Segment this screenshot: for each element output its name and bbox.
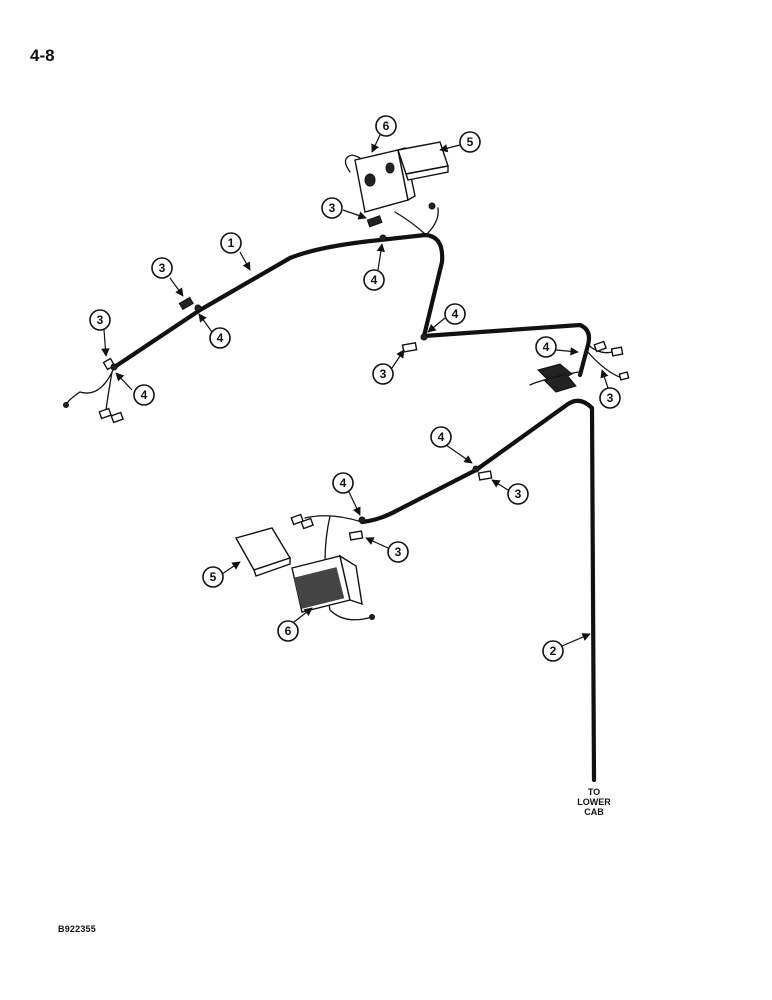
callout-4-label: 4 — [141, 388, 148, 402]
callout-4-label: 4 — [438, 430, 445, 444]
upper-work-lamp — [354, 147, 416, 213]
left-end-connectors — [63, 402, 124, 424]
callout-3: 3 — [387, 541, 409, 563]
callout-6: 6 — [277, 620, 299, 642]
harness-2-wire — [359, 398, 597, 783]
callout-3: 3 — [89, 309, 111, 331]
callout-5: 5 — [202, 566, 224, 588]
callout-4-label: 4 — [543, 340, 550, 354]
callout-3-label: 3 — [159, 261, 166, 275]
destination-line-2: LOWER — [577, 797, 611, 807]
lower-work-lamp — [291, 554, 375, 620]
callout-4: 4 — [209, 327, 231, 349]
page-number: 4-8 — [30, 46, 55, 65]
callout-3: 3 — [372, 363, 394, 385]
callout-1-label: 1 — [228, 236, 235, 250]
callout-6-label: 6 — [285, 624, 292, 638]
callout-4: 4 — [430, 426, 452, 448]
callout-4: 4 — [444, 303, 466, 325]
callout-3-label: 3 — [515, 487, 522, 501]
junction-connector — [537, 340, 630, 393]
callout-4-label: 4 — [452, 307, 459, 321]
callout-4: 4 — [535, 336, 557, 358]
callout-3-label: 3 — [607, 391, 614, 405]
lower-lamp-wire — [304, 515, 373, 621]
callout-6-label: 6 — [383, 119, 390, 133]
callout-4-label: 4 — [340, 476, 347, 490]
callout-5-label: 5 — [210, 570, 217, 584]
upper-marker-lamp — [397, 141, 449, 210]
callout-4: 4 — [133, 384, 155, 406]
callout-4: 4 — [332, 472, 354, 494]
destination-label: TO LOWER CAB — [577, 787, 611, 817]
harness-1-wire — [110, 232, 592, 378]
callout-3-label: 3 — [395, 545, 402, 559]
callout-5-label: 5 — [467, 135, 474, 149]
callout-1: 1 — [220, 232, 242, 254]
callout-3-label: 3 — [329, 201, 336, 215]
callout-4: 4 — [363, 269, 385, 291]
callout-3: 3 — [321, 197, 343, 219]
harness-clips — [102, 215, 493, 541]
callout-4-label: 4 — [217, 331, 224, 345]
callout-3: 3 — [151, 257, 173, 279]
callout-leaders — [101, 134, 609, 647]
callout-2: 2 — [542, 640, 564, 662]
callout-6: 6 — [375, 115, 397, 137]
destination-line-3: CAB — [584, 807, 604, 817]
callout-3-label: 3 — [380, 367, 387, 381]
callout-3: 3 — [599, 387, 621, 409]
figure-code: B922355 — [58, 924, 96, 934]
destination-line-1: TO — [588, 787, 600, 797]
callout-4-label: 4 — [371, 273, 378, 287]
callout-2-label: 2 — [550, 644, 557, 658]
callout-3: 3 — [507, 483, 529, 505]
callout-3-label: 3 — [97, 313, 104, 327]
lower-marker-lamp — [234, 513, 314, 577]
callout-5: 5 — [459, 131, 481, 153]
left-pigtail-wire — [65, 369, 114, 411]
